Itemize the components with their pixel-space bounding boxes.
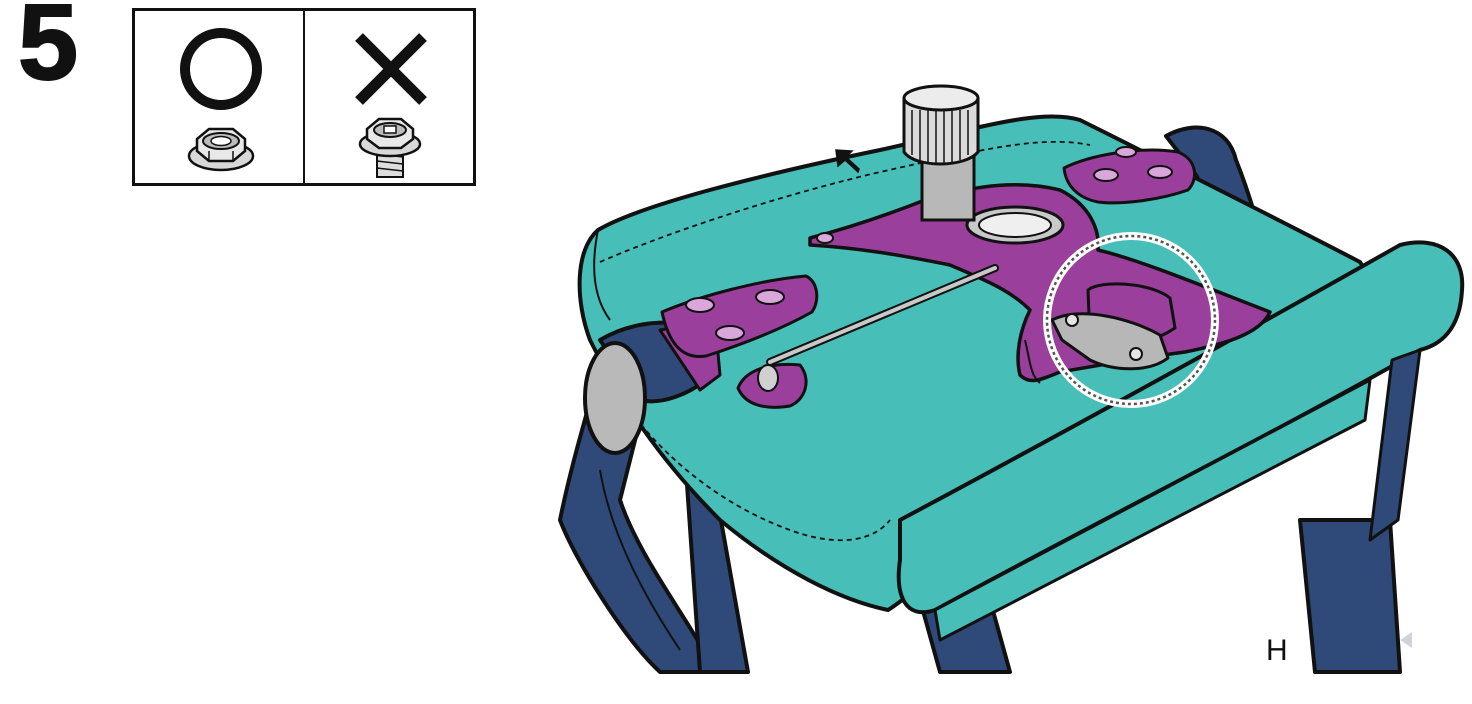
figure-label: H xyxy=(1266,636,1288,666)
edge-marker-icon xyxy=(1400,632,1412,648)
